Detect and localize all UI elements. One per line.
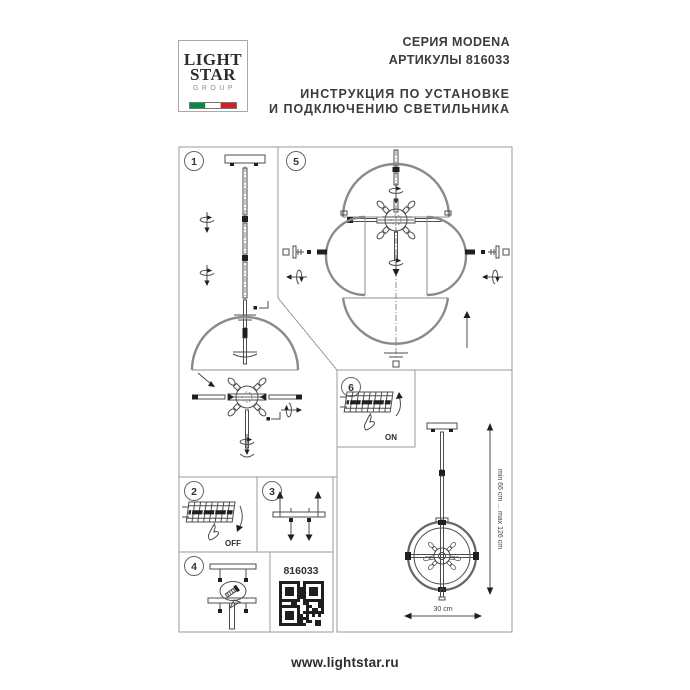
left-screw-set [282, 245, 327, 285]
instruction-line-1: ИНСТРУКЦИЯ ПО УСТАНОВКЕ [300, 87, 510, 101]
dimension-annotations: min 66 cm ... max 126 cm 30 cm [404, 423, 503, 620]
installation-diagram: 1 5 6 2 3 4 [178, 146, 513, 633]
flag-white [205, 103, 221, 108]
flip-up-arrow-icon [395, 392, 403, 399]
height-dimension-label: min 66 cm ... max 126 cm [496, 469, 503, 549]
rotate-arrow-icon [280, 402, 303, 418]
panel-right-border [336, 369, 513, 633]
panel-1-rod-assembly-drawing [190, 154, 303, 458]
panel-borders [178, 146, 513, 633]
rotate-arrow-icon [285, 269, 308, 285]
qr-code [279, 581, 324, 626]
left-hemisphere-glass [324, 215, 366, 297]
off-label: OFF [225, 539, 241, 548]
panel-2-breaker-off-drawing: OFF [181, 501, 243, 548]
step-2-badge [184, 481, 204, 501]
step-2-number: 2 [191, 486, 197, 498]
allen-key-icon [271, 412, 281, 420]
logo-word-star: STAR [189, 65, 237, 84]
sphere-inner-ring [413, 527, 471, 585]
step-6-number: 6 [348, 382, 354, 394]
panel-1-border [178, 146, 338, 478]
rotate-arrow-icon [388, 182, 404, 205]
step-4-badge [184, 556, 204, 576]
qr-article-number: 816033 [283, 565, 318, 577]
up-arrow-icon [463, 311, 471, 318]
step-badges: 1 5 6 2 3 4 [184, 151, 361, 576]
step-1-badge [184, 151, 204, 171]
hand-icon [363, 412, 375, 431]
logo-word-group: GROUP [192, 85, 237, 92]
upper-dome-glass [190, 315, 300, 371]
website-url: www.lightstar.ru [291, 655, 399, 670]
right-hemisphere-glass [426, 215, 468, 297]
width-dimension-label: 30 cm [433, 606, 452, 613]
right-screw-set [465, 245, 510, 285]
bottom-dome-glass [341, 297, 450, 345]
circuit-breaker-icon [181, 501, 236, 523]
rotate-arrow-icon [239, 433, 255, 456]
on-label: ON [385, 433, 397, 442]
logo-word-light: LIGHT [183, 50, 243, 69]
sphere-outer-ring [406, 520, 478, 592]
magnifier-icon [219, 581, 247, 601]
flag-green [190, 103, 206, 108]
instruction-title: ИНСТРУКЦИЯ ПО УСТАНОВКЕ И ПОДКЛЮЧЕНИЮ СВ… [269, 87, 510, 117]
qr-panel: 816033 [279, 565, 324, 626]
panel-5-sphere-assembly-drawing [282, 149, 510, 368]
instruction-line-2: И ПОДКЛЮЧЕНИЮ СВЕТИЛЬНИКА [269, 102, 510, 116]
top-dome-glass [341, 162, 451, 218]
lightstar-logo: LIGHT STAR GROUP [178, 40, 248, 112]
italian-flag-icon [179, 96, 247, 114]
flag-red [220, 103, 236, 108]
rotate-arrow-icon [199, 264, 215, 287]
step-3-number: 3 [269, 486, 275, 498]
rotate-arrow-icon [199, 211, 215, 234]
step-1-number: 1 [191, 156, 197, 168]
step-4-number: 4 [191, 561, 197, 573]
fixture-bulbs [422, 541, 462, 571]
flip-down-arrow-icon [236, 524, 243, 532]
step-5-badge [286, 151, 306, 171]
qr-panel-border [269, 551, 334, 633]
allen-key-icon [259, 301, 269, 309]
panel-6-breaker-on-drawing: ON [339, 391, 403, 442]
assembled-fixture-drawing [405, 422, 479, 601]
header-text: СЕРИЯ MODENA АРТИКУЛЫ 816033 ИНСТРУКЦИЯ … [269, 35, 510, 117]
panel-6-border [336, 369, 416, 448]
series-title: СЕРИЯ MODENA [402, 35, 510, 49]
step-5-number: 5 [293, 156, 299, 168]
rotate-arrow-icon [481, 269, 504, 285]
hand-icon [207, 522, 219, 541]
step-3-badge [262, 481, 282, 501]
article-number: АРТИКУЛЫ 816033 [388, 53, 510, 67]
panel-4-canopy-drawing [207, 563, 257, 630]
panel-3-bracket-drawing [272, 491, 326, 541]
